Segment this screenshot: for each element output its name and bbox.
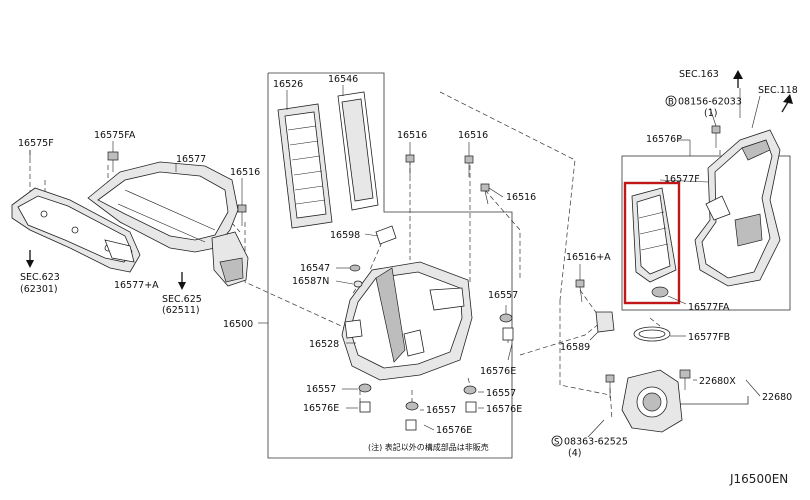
label-sec163: SEC.163 — [679, 69, 719, 80]
throttle-body — [621, 369, 683, 433]
label-16557-d: 16557 — [488, 290, 518, 301]
circled-b-symbol — [665, 95, 677, 107]
label-bolt-08363-qty: (4) — [568, 448, 581, 459]
label-sec118: SEC.118 — [758, 85, 798, 96]
label-16516-d: 16516 — [506, 192, 536, 203]
label-16557-c: 16557 — [486, 388, 516, 399]
resonator-duct — [694, 129, 781, 287]
label-sec623: SEC.623 — [20, 272, 60, 283]
label-sec625: SEC.625 — [162, 294, 202, 305]
air-cleaner-assembly-frame — [267, 72, 513, 459]
label-22680X: 22680X — [699, 376, 736, 387]
label-16575F: 16575F — [18, 138, 54, 149]
label-16577: 16577 — [176, 154, 206, 165]
label-bolt-08156-qty: (1) — [704, 108, 717, 119]
circled-s-symbol — [551, 435, 563, 447]
label-16557-b: 16557 — [426, 405, 456, 416]
non-sale-note: (注) 表記以外の構成部品は非販売 — [368, 442, 489, 452]
hose-clamp-ring — [633, 326, 671, 342]
label-16516-a: 16516 — [230, 167, 260, 178]
label-16516-b: 16516 — [397, 130, 427, 141]
label-16575FA: 16575FA — [94, 130, 136, 141]
label-16576E-a: 16576E — [303, 403, 339, 414]
air-inlet-duct — [87, 161, 249, 287]
fastener-bolts — [107, 125, 721, 431]
label-bolt-08156: 08156-62033 — [678, 97, 742, 108]
air-filter-element — [277, 103, 333, 229]
label-16547: 16547 — [300, 263, 330, 274]
label-sec623-sub: (62301) — [20, 284, 58, 295]
label-sec625-sub: (62511) — [162, 305, 200, 316]
label-16587N: 16587N — [292, 276, 329, 287]
label-16577FA: 16577FA — [688, 302, 730, 313]
label-22680: 22680 — [762, 392, 792, 403]
air-cleaner-sponge — [337, 91, 379, 211]
label-16577-plus-a: 16577+A — [114, 280, 159, 291]
air-cleaner-lower-case — [341, 261, 473, 381]
arrow-icons — [26, 70, 793, 290]
label-16576E-d: 16576E — [480, 366, 516, 377]
label-16576E-c: 16576E — [486, 404, 522, 415]
label-16528: 16528 — [309, 339, 339, 350]
leader-lines — [29, 85, 761, 438]
label-16516-c: 16516 — [458, 130, 488, 141]
label-16500: 16500 — [223, 319, 253, 330]
label-16577FB: 16577FB — [688, 332, 730, 343]
label-16598: 16598 — [330, 230, 360, 241]
label-16546: 16546 — [328, 74, 358, 85]
label-16589: 16589 — [560, 342, 590, 353]
label-16516-plus-a: 16516+A — [566, 252, 611, 263]
label-16576E-b: 16576E — [436, 425, 472, 436]
label-16526: 16526 — [273, 79, 303, 90]
diagram-code: J16500EN — [729, 472, 788, 486]
label-bolt-08363: 08363-62525 — [564, 437, 628, 448]
label-16576P: 16576P — [646, 134, 682, 145]
circled-b-letter: B — [668, 98, 674, 108]
air-duct-hose — [631, 187, 677, 298]
circled-s-letter: S — [554, 438, 559, 448]
air-duct-assembly-frame — [621, 155, 791, 311]
part-labels: 16575F 16575FA 16577 16577+A 16516 16516… — [18, 69, 798, 459]
bracket-leader — [678, 396, 749, 405]
label-16577F: 16577F — [664, 174, 700, 185]
highlight-box — [623, 181, 681, 305]
label-16557-a: 16557 — [306, 384, 336, 395]
